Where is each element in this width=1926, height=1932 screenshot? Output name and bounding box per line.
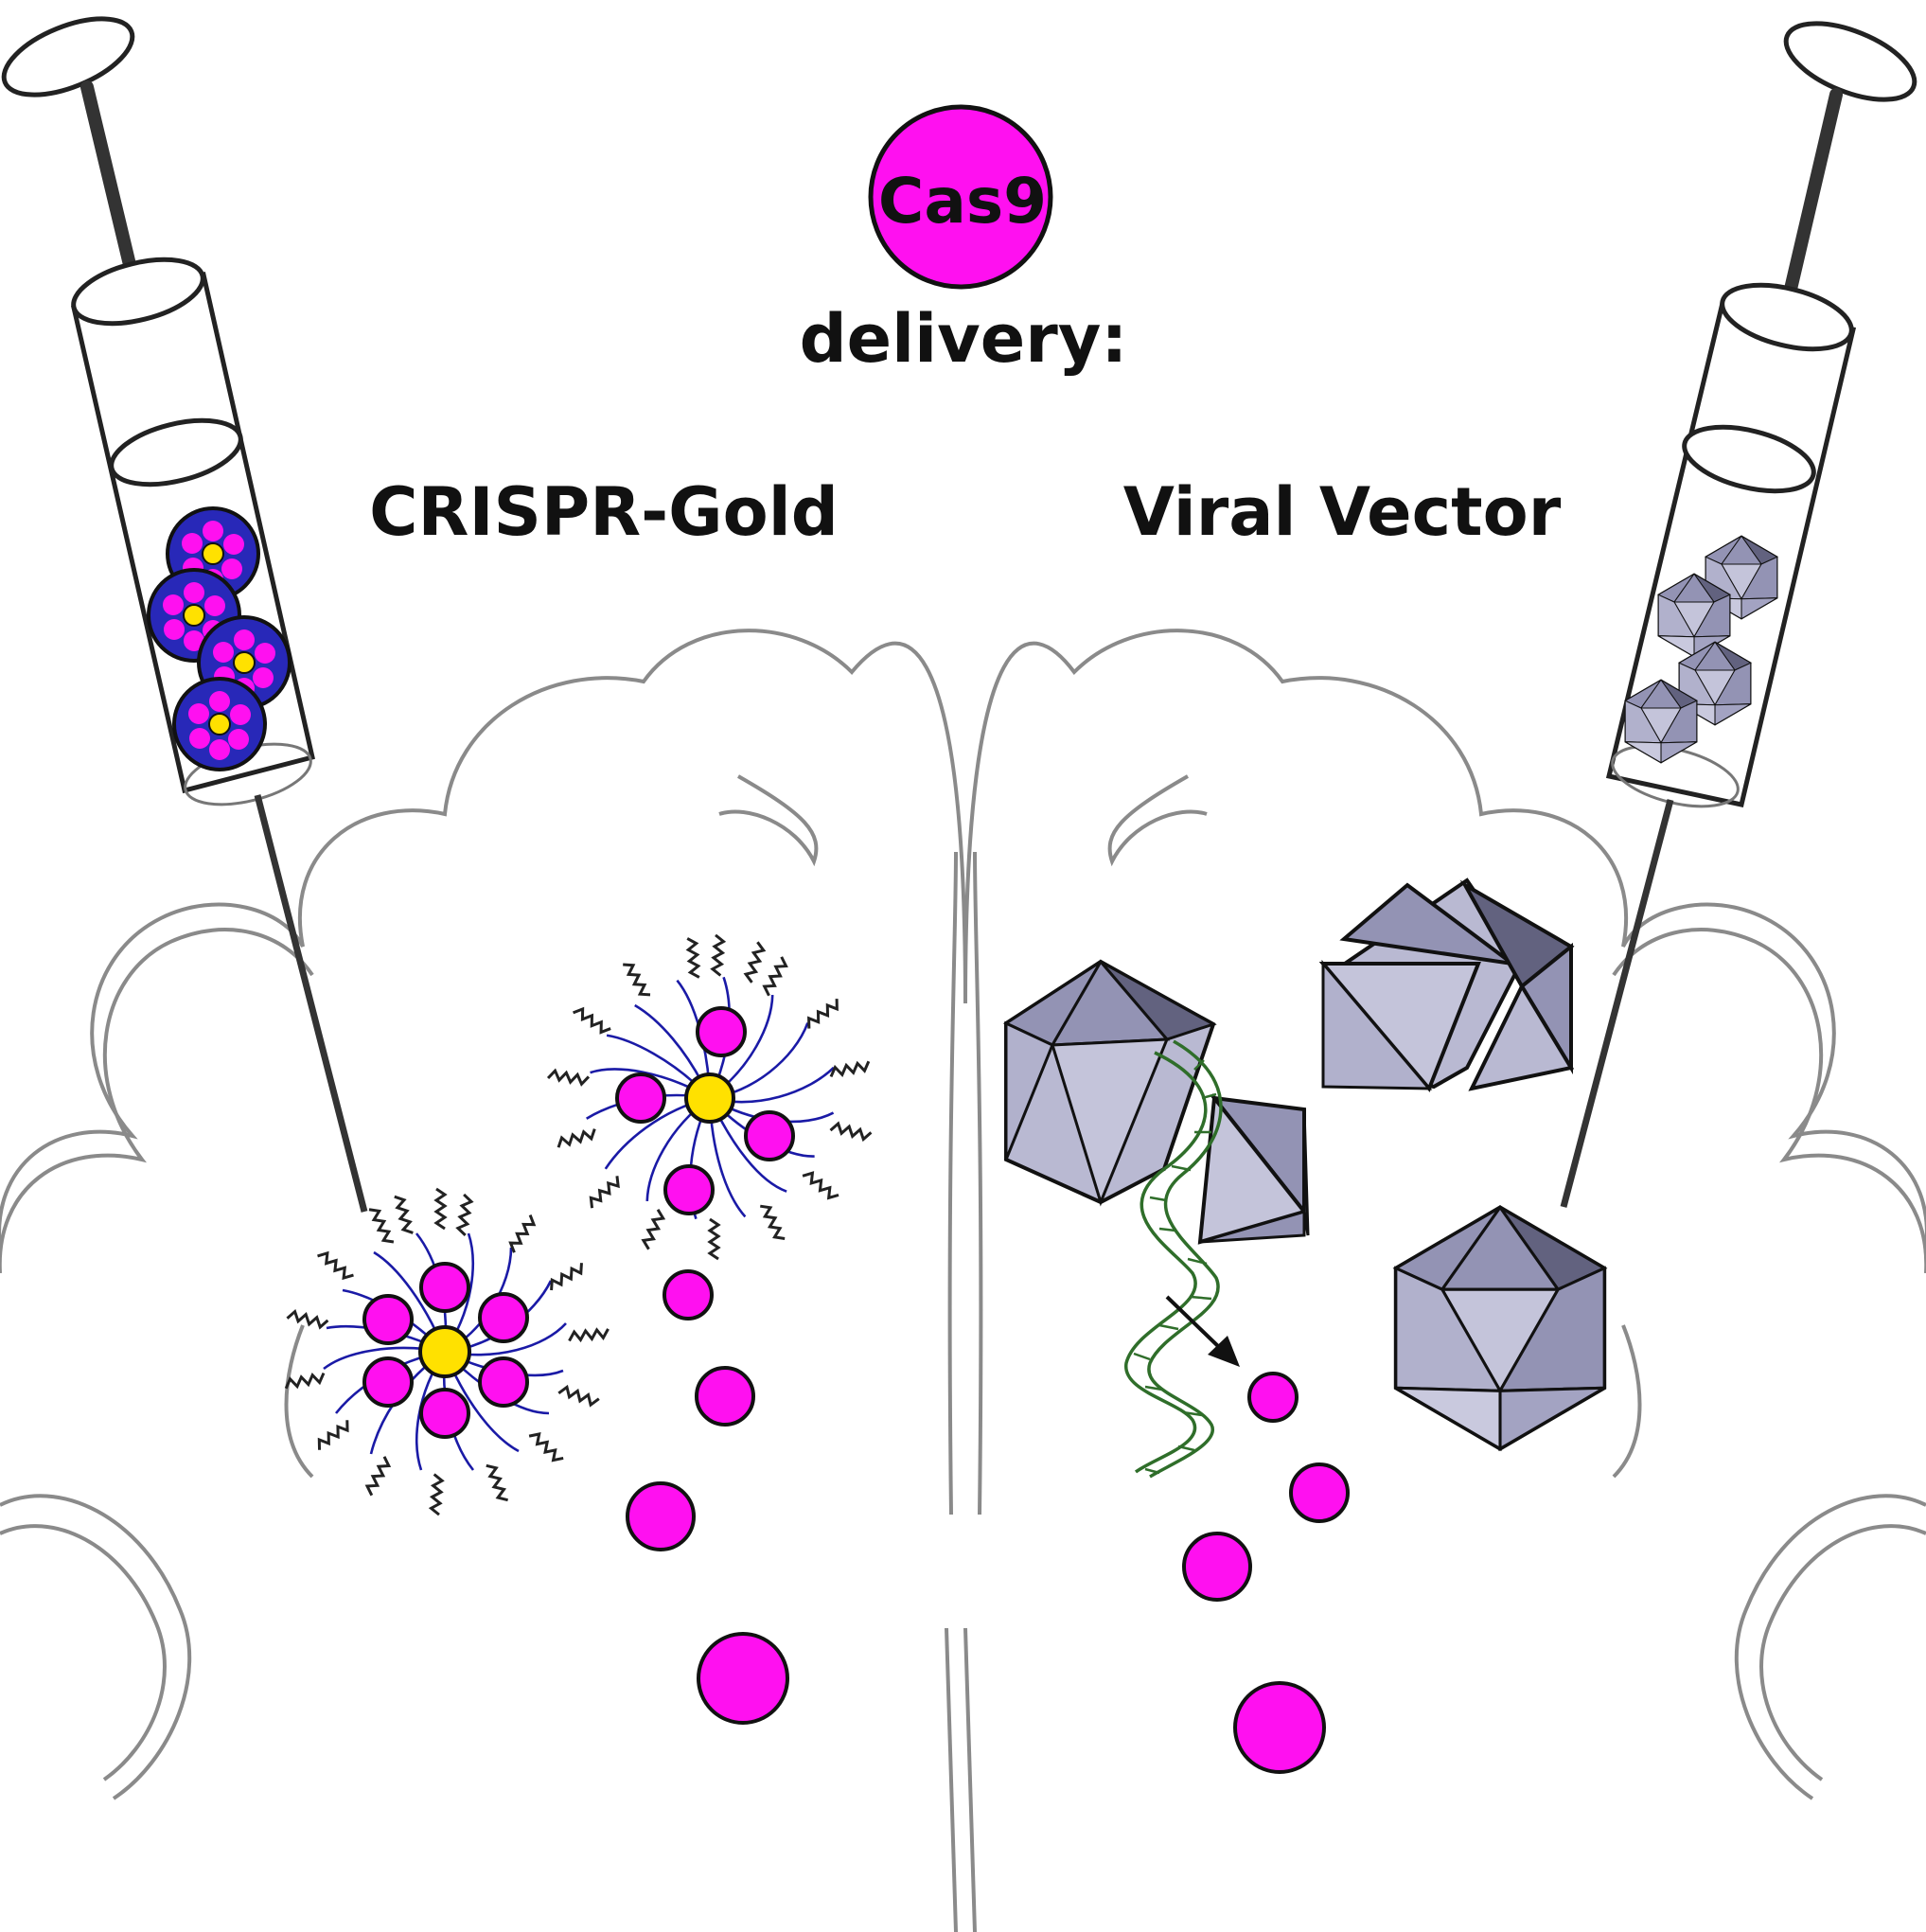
cas9-label: Cas9 [878,165,1047,238]
viral-vector-label: Viral Vector [1123,473,1562,551]
released-cas9-right [1182,1372,1350,1774]
brain-outline-icon [0,629,1926,1932]
crispr-gold-label: CRISPR-Gold [369,473,839,551]
capsid-icon-open [1002,959,1310,1245]
cas9-icon [868,104,1053,290]
syringe-icon-right [1560,21,1917,1208]
capsid-icon-intact [1396,1208,1604,1449]
released-cas9-left [626,1269,789,1725]
syringe-icon-left [1,16,368,1213]
capsid-icon-broken [1318,877,1575,1092]
delivery-caption: delivery: [800,300,1128,378]
nanoparticle-icon-upper [504,890,920,1307]
dna-helix-icon [1124,1039,1223,1479]
arrow-icon [1165,1295,1240,1367]
nanoparticle-icon-lower [285,1189,610,1515]
cas9-badge: Cas9 [868,104,1053,290]
